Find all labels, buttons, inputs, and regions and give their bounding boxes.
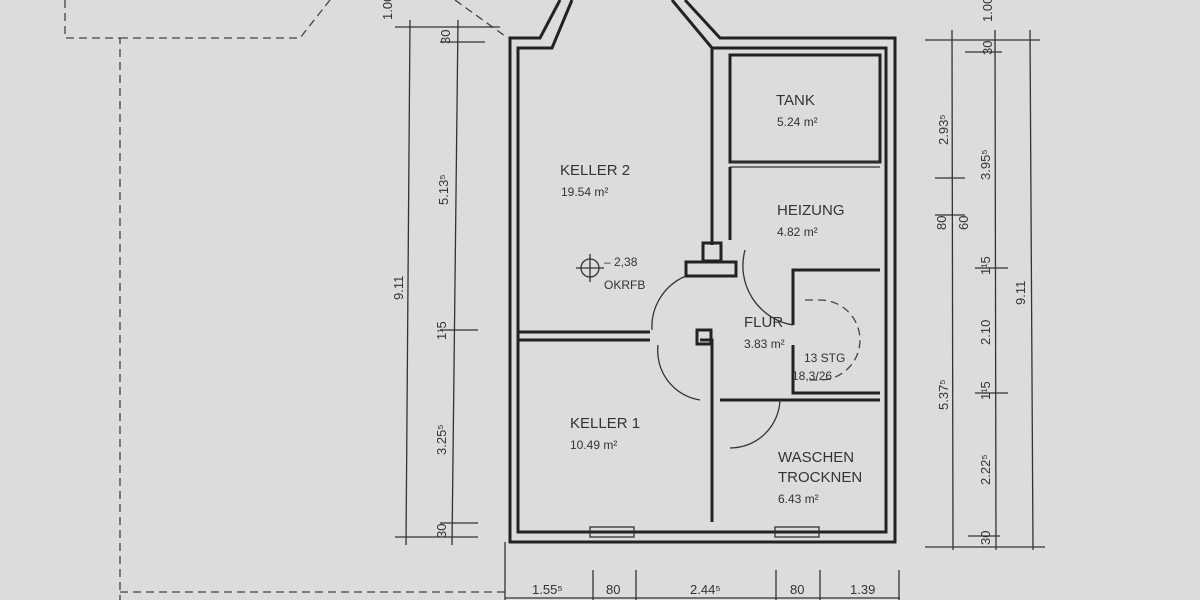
dimension-bottom: 1.55⁵ 80 2.44⁵ 80 1.39 [504,542,900,600]
dim-bottom-4: 80 [790,582,804,597]
room-flur-area: 3.83 m² [744,337,785,351]
dashed-outline [64,0,506,600]
dim-right-inner-d5: 2.10 [978,320,993,345]
stairs-count: 13 STG [804,351,845,365]
dim-bottom-3: 2.44⁵ [690,582,721,597]
dim-right-outer-d3: 5.37⁵ [936,379,951,410]
room-flur-name: FLUR [744,314,783,331]
dim-right-inner-top: 1.00 [980,0,995,22]
dim-right-inner-d2: 3.95⁵ [978,149,993,180]
room-waschen-name2: TROCKNEN [778,469,862,486]
room-tank-area: 5.24 m² [777,115,818,129]
level-label: OKRFB [604,278,645,292]
dim-right-inner-d1: 30 [980,41,995,55]
room-heizung-name: HEIZUNG [777,202,845,219]
doors-windows [576,249,861,538]
dim-bottom-2: 80 [606,582,620,597]
room-keller1-name: KELLER 1 [570,415,640,432]
dim-bottom-5: 1.39 [850,582,875,597]
room-heizung-area: 4.82 m² [777,225,818,239]
dimension-left: 9.11 1.00 30 5.13⁵ 1¹5 3.25⁵ 30 [380,0,500,546]
interior-walls [518,48,882,522]
dim-left-total: 9.11 [391,276,406,300]
dim-right-total: 9.11 [1013,281,1028,305]
dim-right-inner-d3: 60 [956,216,971,230]
room-keller2-name: KELLER 2 [560,162,630,179]
room-waschen-area: 6.43 m² [778,492,819,506]
dim-right-inner-d7: 2.22⁵ [978,454,993,485]
dim-bottom-1: 1.55⁵ [532,582,563,597]
dim-right-inner-d4: 1¹5 [978,256,993,275]
dim-left-top: 1.00 [380,0,395,20]
room-waschen-name: WASCHEN [778,449,854,466]
dim-left-d4: 3.25⁵ [434,424,449,455]
dim-left-d3: 1¹5 [434,321,449,340]
dim-right-inner-d6: 1¹5 [978,381,993,400]
dim-left-d5: 30 [434,524,449,538]
dim-left-d2: 5.13⁵ [436,174,451,205]
room-keller2-area: 19.54 m² [561,185,608,199]
dim-right-outer-d1: 2.93⁵ [936,114,951,145]
dim-right-outer-d2: 80 [934,216,949,230]
room-keller1-area: 10.49 m² [570,438,617,452]
room-tank-name: TANK [776,92,815,109]
dimension-right: 2.93⁵ 80 5.37⁵ 1.00 30 3.95⁵ 60 1¹5 2.10… [925,0,1045,551]
dim-right-inner-d8: 30 [978,531,993,545]
stairs-ratio: 18,3/26 [792,369,832,383]
exterior-walls [508,0,897,544]
level-value: – 2,38 [604,255,638,269]
dim-left-d1: 30 [438,30,453,44]
